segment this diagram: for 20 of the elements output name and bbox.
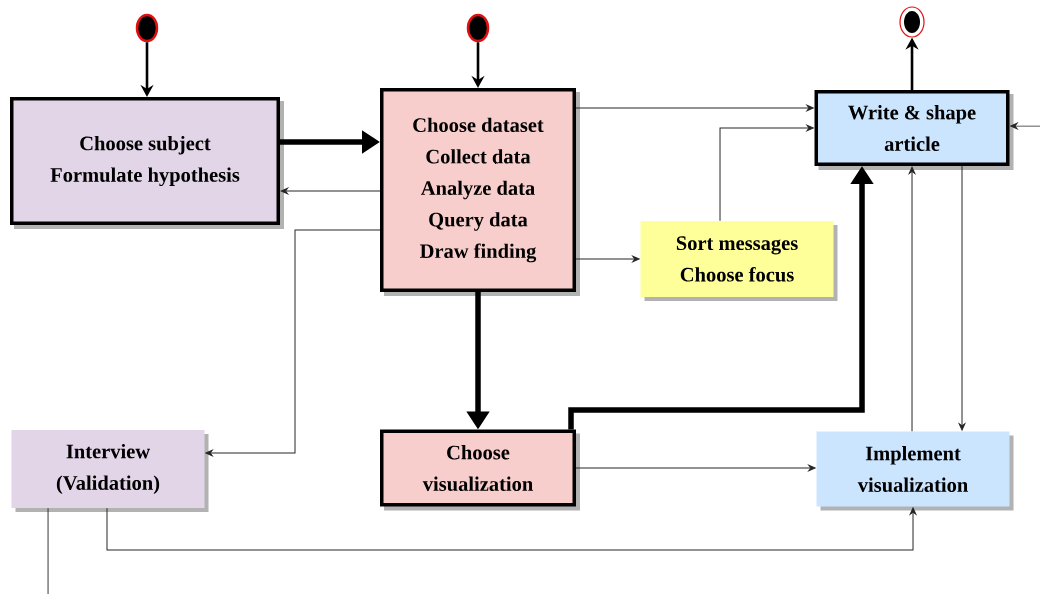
start-circle	[466, 13, 490, 43]
arrow	[205, 229, 381, 457]
process-box: Choose subject Formulate hypothesis	[10, 97, 284, 229]
arrow	[106, 507, 917, 551]
arrow	[575, 464, 816, 472]
process-box: Interview (Validation)	[11, 430, 209, 512]
start-circle	[135, 13, 159, 43]
process-box: Implement visualization	[816, 431, 1014, 511]
arrow	[908, 166, 916, 432]
arrow	[575, 104, 814, 112]
end-circle	[899, 6, 925, 38]
arrow	[575, 255, 640, 263]
process-box: Choose visualization	[380, 429, 580, 511]
process-box: Choose dataset Collect data Analyze data Query data Draw finding	[380, 88, 580, 296]
arrow	[719, 124, 814, 222]
arrow	[280, 187, 381, 195]
arrow	[1010, 122, 1040, 130]
arrow	[958, 165, 966, 431]
process-box: Sort messages Choose focus	[640, 221, 838, 301]
process-box: Write & shape article	[814, 90, 1014, 170]
